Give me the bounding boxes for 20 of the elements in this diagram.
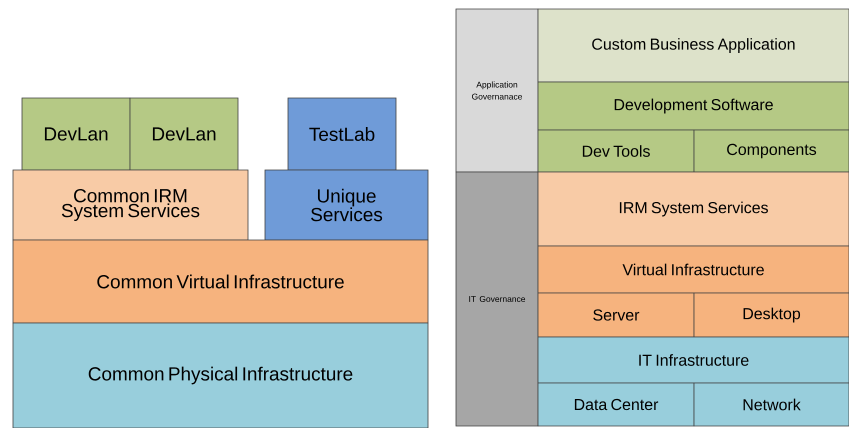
layer-box: Dev Tools [538, 130, 694, 172]
layer-box: Unique Services [264, 170, 428, 240]
governance-band: Application Governanace [456, 8, 538, 172]
node-label: IT Infrastructure [639, 354, 748, 366]
layer-box: Common IRM System Services [12, 170, 248, 240]
layer-box: TestLab [288, 98, 396, 170]
layer-box: Common Physical Infrastructure [12, 322, 428, 428]
layer-box: Custom Business Application [538, 8, 849, 82]
node-label: Virtual Infrastructure [622, 264, 764, 276]
governance-band: IT Governance [456, 172, 538, 426]
layer-box: Common Virtual Infrastructure [12, 240, 428, 324]
layer-box: DevLan [22, 98, 130, 170]
layer-box: DevLan [130, 98, 238, 170]
layer-box: Components [694, 130, 849, 172]
layer-box: Server [538, 292, 694, 338]
layer-box: Desktop [694, 292, 849, 338]
layer-box: IRM System Services [538, 172, 849, 246]
node-label: Development Software [614, 98, 773, 114]
layer-box: Network [694, 382, 849, 426]
layer-box: Data Center [538, 382, 694, 426]
